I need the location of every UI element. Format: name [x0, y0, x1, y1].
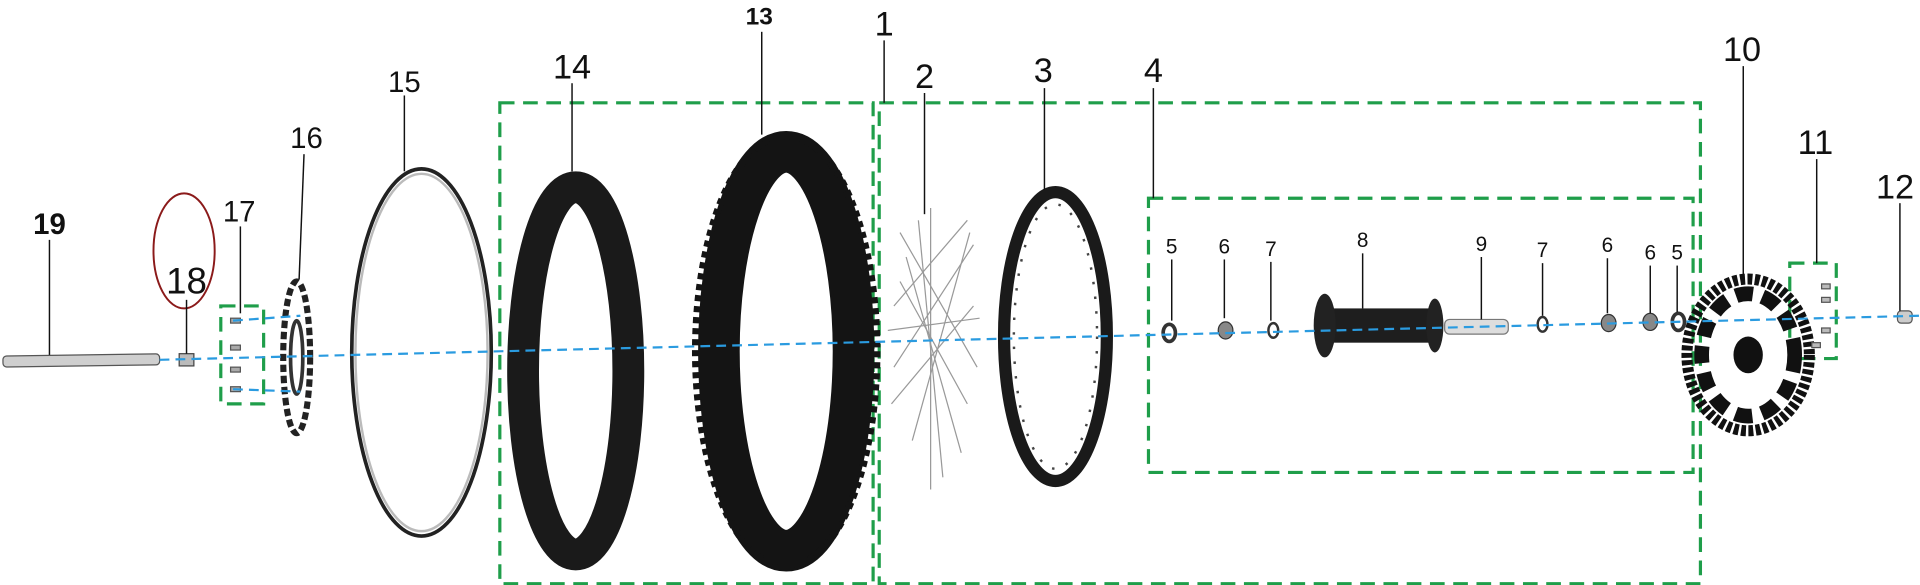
spacer-part	[152, 192, 216, 367]
part-label-14: 14	[553, 48, 591, 86]
assembly-axis-line	[159, 314, 1920, 361]
part-label-6: 6	[1219, 235, 1231, 258]
disc-bolts-part	[229, 226, 242, 393]
spokes-part	[887, 93, 980, 490]
rim-part	[997, 88, 1113, 488]
part-label-5: 5	[1166, 235, 1178, 258]
part-label-7: 7	[1265, 238, 1277, 261]
part-label-13: 13	[746, 3, 773, 30]
group-box-disc-bolts	[219, 304, 266, 406]
part-label-6: 6	[1644, 241, 1656, 264]
part-label-2: 2	[915, 58, 934, 96]
part-label-7: 7	[1537, 239, 1549, 262]
rim-band-part	[349, 95, 494, 538]
part-label-1: 1	[875, 5, 894, 43]
part-label-9: 9	[1476, 233, 1488, 256]
part-label-6: 6	[1602, 234, 1614, 257]
bolt-axis-line	[232, 388, 301, 393]
hub-leader-lines	[1170, 253, 1678, 321]
part-label-8: 8	[1357, 229, 1369, 252]
tire-part	[691, 31, 881, 572]
part-label-4: 4	[1144, 52, 1163, 90]
part-label-19: 19	[33, 208, 66, 241]
part-label-5: 5	[1671, 241, 1683, 264]
part-label-3: 3	[1034, 52, 1053, 90]
part-label-15: 15	[388, 66, 421, 99]
part-label-16: 16	[290, 122, 323, 155]
hub-part	[1313, 293, 1444, 358]
axle-nut-part	[1896, 203, 1913, 324]
sprocket-part	[1681, 66, 1815, 437]
axle-part	[2, 239, 161, 368]
inner-tube-part	[507, 83, 645, 571]
bolt-axis-line	[232, 314, 301, 322]
hub-spacer-part	[1444, 318, 1509, 335]
sprocket-bolts-part	[1811, 159, 1831, 349]
part-label-12: 12	[1876, 168, 1914, 206]
part-label-17: 17	[223, 196, 256, 229]
highlight-circle	[152, 192, 216, 310]
part-label-10: 10	[1723, 31, 1761, 69]
part-label-18: 18	[166, 261, 207, 302]
part-label-11: 11	[1798, 124, 1834, 162]
hub-small-parts	[1161, 311, 1687, 344]
